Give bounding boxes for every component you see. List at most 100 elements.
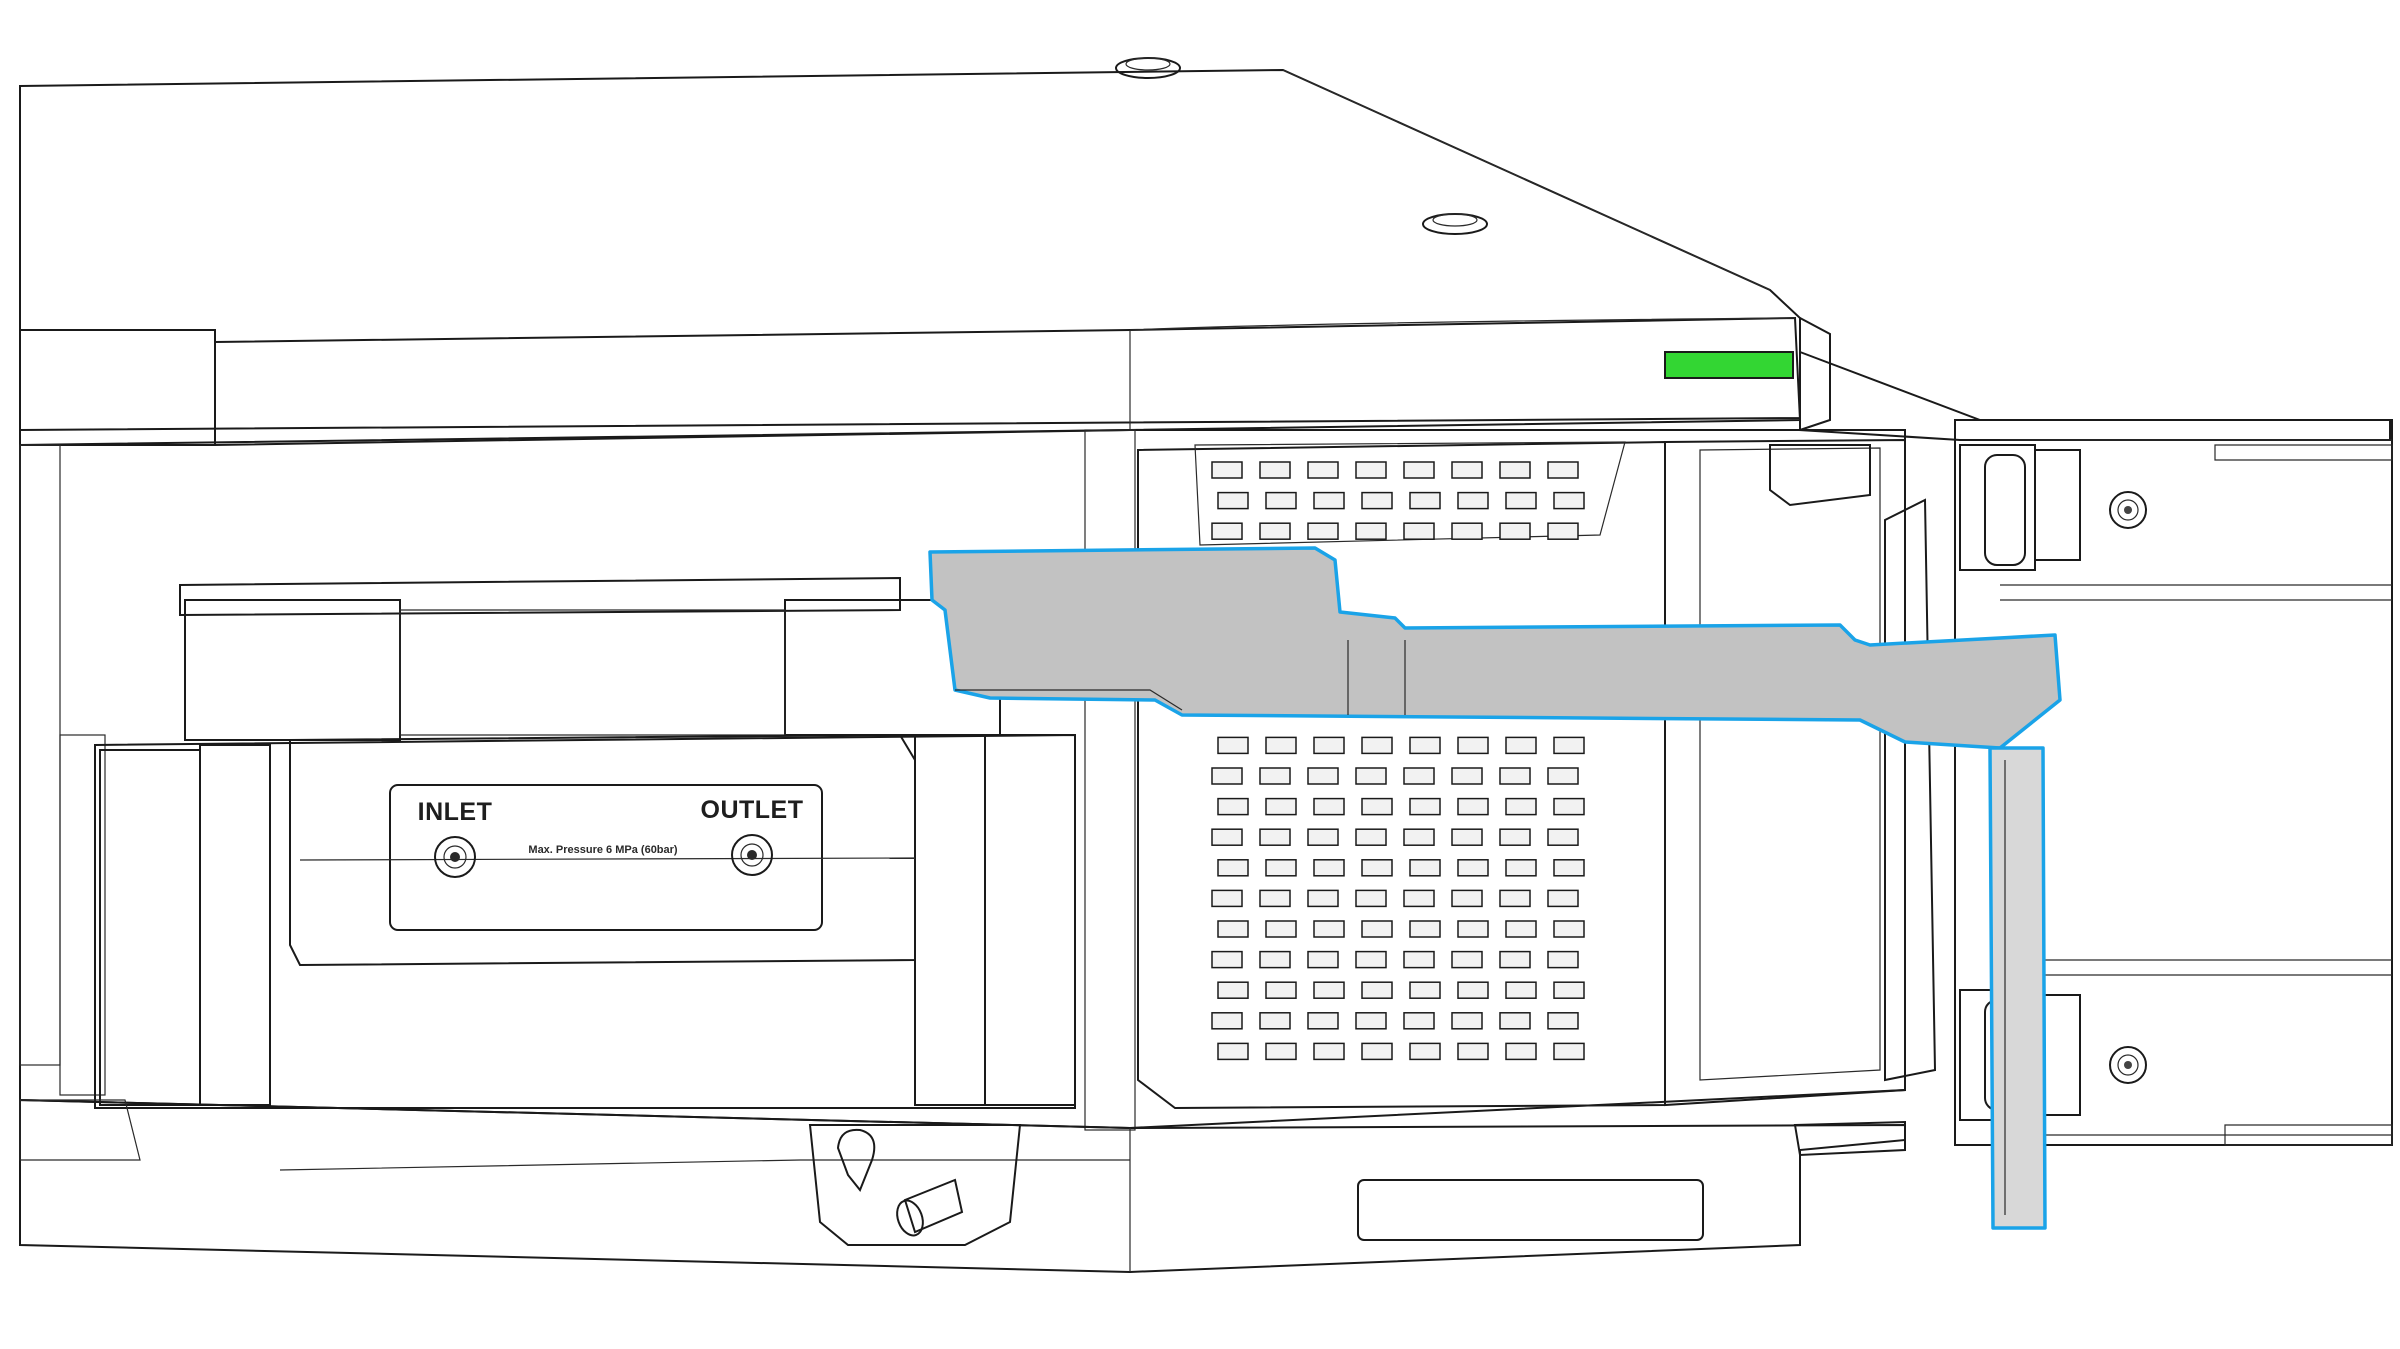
vent-slot [1457, 736, 1489, 755]
vent-slot [1259, 828, 1291, 846]
vent-slot [1451, 767, 1483, 785]
vent-slot [1553, 859, 1585, 877]
vent-slot [1217, 920, 1249, 938]
vent-slot [1307, 1012, 1339, 1030]
vent-slot [1499, 950, 1531, 969]
vent-slot [1355, 889, 1387, 908]
vent-slot [1259, 1012, 1291, 1030]
upper-hinge [1959, 444, 2081, 571]
vent-slot [1361, 736, 1393, 755]
vent-slot [1505, 920, 1537, 938]
vent-slot [1307, 828, 1339, 846]
vent-slot [1307, 461, 1339, 479]
vent-slot [1457, 1042, 1489, 1061]
vent-slot [1307, 767, 1339, 785]
vent-slot [1259, 889, 1291, 908]
vent-slot [1505, 981, 1537, 999]
vent-slot [1361, 797, 1393, 816]
vent-slot [1259, 522, 1291, 540]
vent-slot [1499, 828, 1531, 846]
highlighted-bracket [928, 546, 2062, 1230]
vent-slot [1505, 797, 1537, 816]
vent-slot [1505, 736, 1537, 755]
vent-slot [1451, 889, 1483, 908]
vent-slot [1265, 1042, 1297, 1061]
vent-slot [1259, 461, 1291, 479]
vent-slot [1505, 491, 1537, 510]
vent-slot [1451, 1012, 1483, 1030]
vent-slot [1355, 1012, 1387, 1030]
panel-screw-upper [2109, 491, 2147, 529]
vent-slot [1457, 797, 1489, 816]
vent-slot [1499, 461, 1531, 479]
vent-slot [1217, 736, 1249, 755]
vent-slot [1457, 981, 1489, 999]
vent-slot [1499, 767, 1531, 785]
vent-slot [1265, 797, 1297, 816]
vent-slot [1217, 797, 1249, 816]
vent-slot [1313, 1042, 1345, 1061]
vent-slot [1211, 828, 1243, 846]
vent-slot [1313, 981, 1345, 999]
vent-slot [1211, 522, 1243, 540]
vent-slot [1211, 767, 1243, 785]
vent-slot [1403, 828, 1435, 846]
vent-slot [1265, 859, 1297, 877]
vent-slot [1547, 522, 1579, 540]
status-led [1664, 351, 1794, 379]
vent-slot [1211, 950, 1243, 969]
vent-slot [1409, 491, 1441, 510]
vent-slot [1547, 828, 1579, 846]
vent-slot [1313, 859, 1345, 877]
vent-grille [1137, 440, 1666, 1110]
bottom-housing [19, 1098, 1906, 1274]
vent-slot [1355, 950, 1387, 969]
vent-slot [1403, 1012, 1435, 1030]
vent-slot [1547, 461, 1579, 479]
vent-slot [1361, 1042, 1393, 1061]
inlet-label: INLET [418, 798, 493, 826]
vent-slot [1355, 522, 1387, 540]
vent-slot [1457, 920, 1489, 938]
vent-slot [1409, 1042, 1441, 1061]
vent-slot [1355, 828, 1387, 846]
front-band [214, 316, 1802, 447]
vent-slot [1403, 522, 1435, 540]
vent-slot [1547, 767, 1579, 785]
vent-slot [1211, 1012, 1243, 1030]
inlet-port: INLET [418, 798, 493, 878]
vent-slot [1505, 859, 1537, 877]
vent-slot [1409, 981, 1441, 999]
vent-slot [1307, 950, 1339, 969]
top-screw-1 [1115, 57, 1181, 79]
vent-slot [1307, 522, 1339, 540]
vent-slots [1211, 461, 1585, 1061]
vent-slot [1313, 491, 1345, 510]
vent-slot [1217, 491, 1249, 510]
outlet-label: OUTLET [701, 796, 804, 824]
vent-slot [1217, 981, 1249, 999]
vent-slot [1313, 797, 1345, 816]
vent-slot [1307, 889, 1339, 908]
vent-slot [1451, 522, 1483, 540]
outlet-port: OUTLET [701, 796, 804, 876]
vent-slot [1313, 736, 1345, 755]
vent-slot [1553, 736, 1585, 755]
vent-slot [1499, 522, 1531, 540]
drain-fitting [808, 1124, 1022, 1246]
vent-slot [1457, 859, 1489, 877]
vent-slot [1217, 1042, 1249, 1061]
vent-slot [1451, 950, 1483, 969]
vent-slot [1361, 491, 1393, 510]
drain-pin [896, 1178, 964, 1237]
vent-slot [1553, 491, 1585, 510]
vent-slot [1547, 889, 1579, 908]
vent-slot [1451, 828, 1483, 846]
vent-slot [1547, 1012, 1579, 1030]
main-cavity [19, 429, 1906, 1131]
vent-slot [1457, 491, 1489, 510]
top-cover [19, 68, 2391, 446]
vent-slot [1217, 859, 1249, 877]
vent-slot [1361, 859, 1393, 877]
